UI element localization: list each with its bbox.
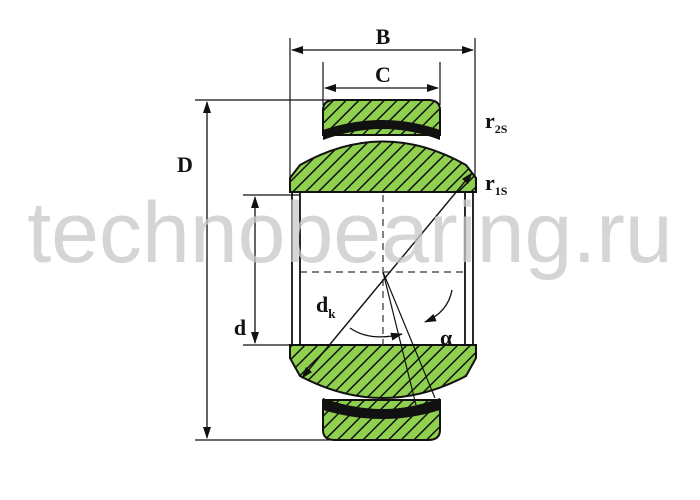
watermark: technobearing.ru	[27, 185, 672, 281]
alpha-arrow-right	[424, 289, 453, 323]
label-alpha: α	[440, 325, 453, 350]
label-D: D	[177, 152, 193, 177]
label-r1s: r1S	[485, 170, 508, 198]
label-r2s: r2S	[485, 108, 508, 136]
label-d: d	[234, 315, 246, 340]
liner-bottom	[323, 398, 440, 419]
alpha-arrow-left	[349, 327, 403, 341]
dk-diagonal	[301, 172, 473, 379]
label-B: B	[376, 24, 391, 49]
dimension-lines	[203, 46, 474, 439]
liner-top	[323, 120, 440, 140]
label-C: C	[375, 62, 391, 87]
extension-lines	[195, 38, 476, 441]
label-dk: dk	[316, 292, 336, 321]
inner-ring-bottom	[289, 344, 477, 399]
